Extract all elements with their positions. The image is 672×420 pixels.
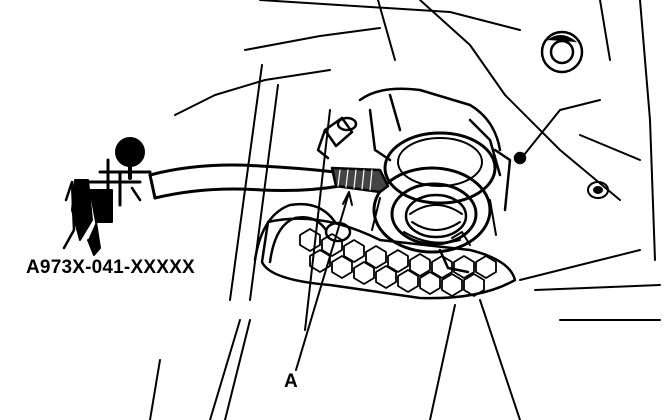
callout-arrow-a	[342, 191, 353, 206]
callout-leader-a	[295, 195, 349, 371]
vacuum-pump-gauge-icon	[62, 137, 152, 256]
round-component	[371, 131, 497, 274]
callout-label-a: A	[284, 371, 298, 392]
honeycomb-guard	[260, 217, 517, 300]
lower-pipe	[253, 202, 352, 264]
bolt-top-right	[540, 30, 584, 74]
frame-lines	[149, 0, 661, 420]
mechanism-housing	[358, 87, 527, 212]
pipe-stub	[316, 116, 358, 160]
bolt-right	[587, 181, 609, 199]
vacuum-hose	[148, 163, 342, 200]
hose-fitting-a	[330, 166, 390, 194]
tool-part-number-label: A973X-041-XXXXX	[26, 257, 195, 278]
